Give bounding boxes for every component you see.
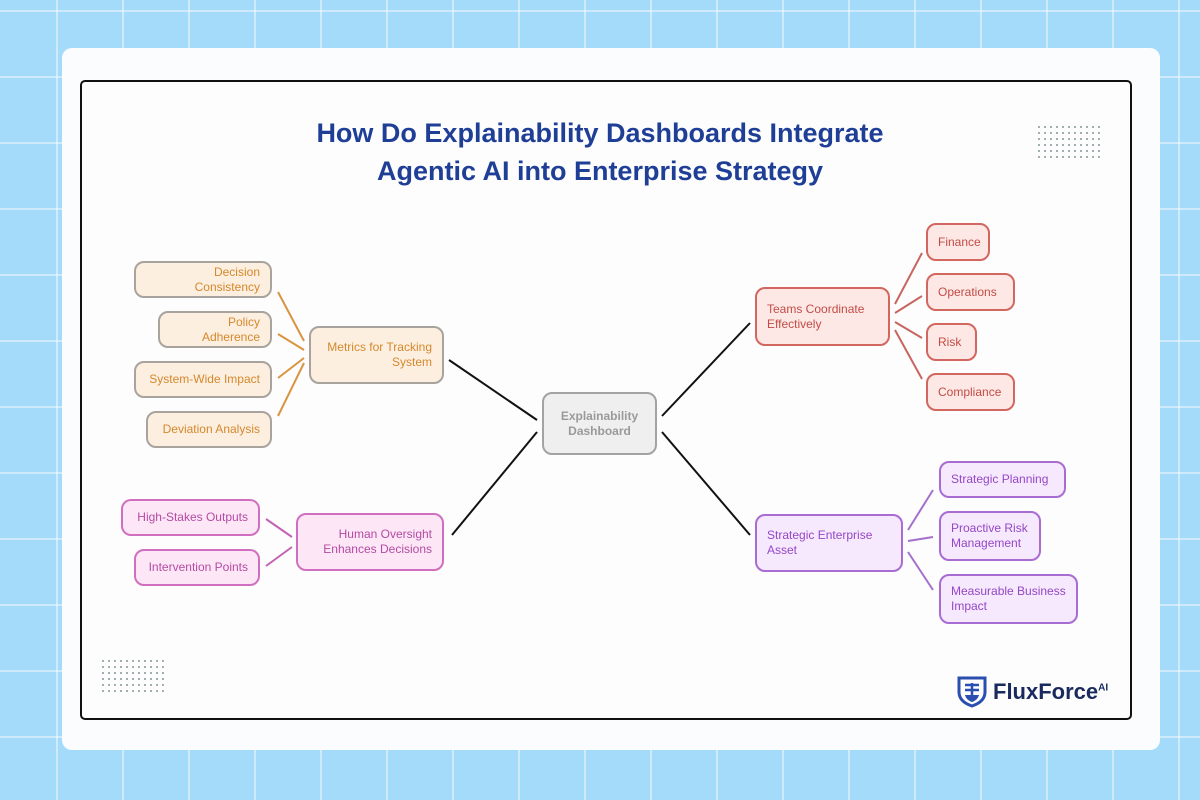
connector <box>451 431 538 536</box>
team-item: Operations <box>926 273 1015 311</box>
asset-item: Measurable Business Impact <box>939 574 1078 624</box>
teams-node: Teams Coordinate Effectively <box>755 287 890 346</box>
metrics-node: Metrics for Tracking System <box>309 326 444 384</box>
oversight-item: Intervention Points <box>134 549 260 586</box>
asset-item: Proactive Risk Management <box>939 511 1041 561</box>
team-item: Finance <box>926 223 990 261</box>
connector <box>661 322 751 417</box>
asset-item: Strategic Planning <box>939 461 1066 498</box>
dot-pattern <box>100 658 164 694</box>
metric-item: Deviation Analysis <box>146 411 272 448</box>
oversight-item: High-Stakes Outputs <box>121 499 260 536</box>
connector <box>661 431 751 536</box>
connector <box>448 359 538 421</box>
team-item: Risk <box>926 323 977 361</box>
oversight-node: Human Oversight Enhances Decisions <box>296 513 444 571</box>
team-item: Compliance <box>926 373 1015 411</box>
shield-icon <box>957 676 987 708</box>
metric-item: Policy Adherence <box>158 311 272 348</box>
metric-item: System-Wide Impact <box>134 361 272 398</box>
fluxforce-logo: FluxForceAI <box>957 676 1108 708</box>
center-node: Explainability Dashboard <box>542 392 657 455</box>
metric-item: Decision Consistency <box>134 261 272 298</box>
page-title: How Do Explainability Dashboards Integra… <box>316 118 884 186</box>
dot-pattern <box>1036 124 1100 160</box>
asset-node: Strategic Enterprise Asset <box>755 514 903 572</box>
